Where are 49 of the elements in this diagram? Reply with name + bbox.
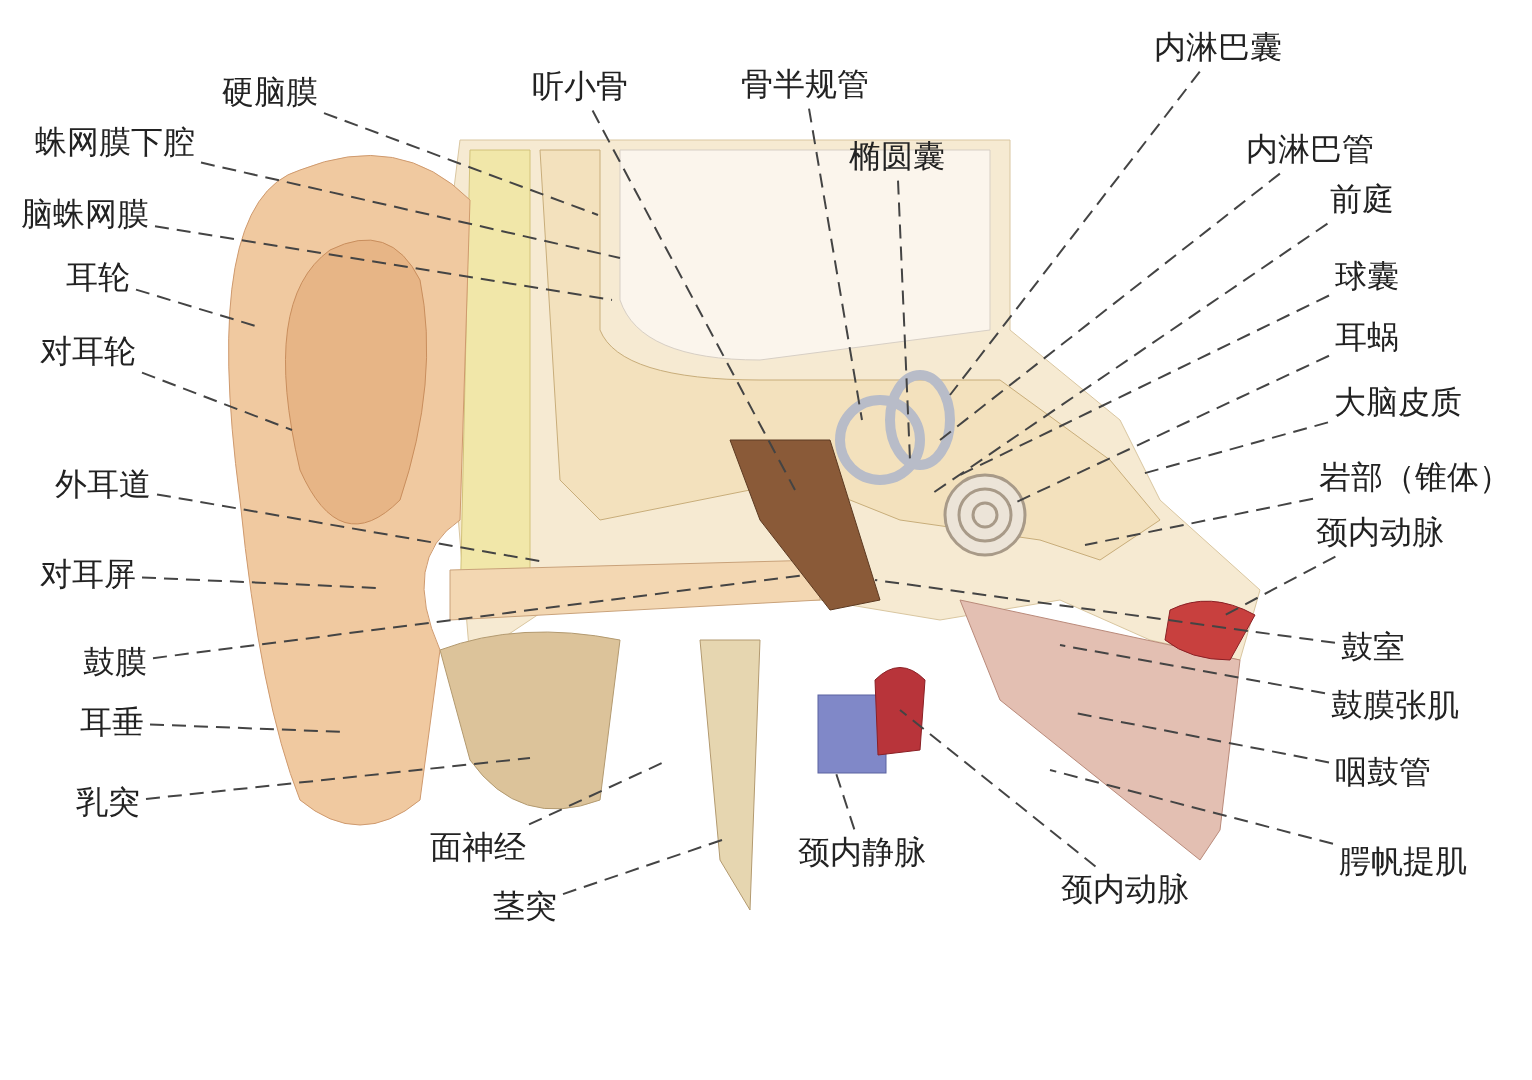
part-label: 咽鼓管 [1335, 755, 1431, 791]
leader-line [1049, 769, 1334, 845]
part-label: 乳突 [76, 785, 140, 821]
part-label: 脑蛛网膜 [21, 197, 149, 233]
leader-line [1084, 497, 1314, 546]
leader-line [1059, 644, 1326, 695]
leader-line [141, 371, 293, 431]
part-label: 腭帆提肌 [1339, 844, 1467, 880]
part-label: 颈内动脉 [1316, 515, 1444, 551]
leader-line [899, 709, 1097, 868]
part-label: 鼓膜张肌 [1331, 688, 1459, 724]
leader-line [874, 579, 1336, 644]
part-label: 鼓膜 [83, 645, 147, 681]
part-label: 耳蜗 [1335, 320, 1399, 356]
part-label: 听小骨 [532, 69, 628, 105]
part-label: 耳垂 [80, 705, 144, 741]
part-label: 骨半规管 [741, 67, 869, 103]
part-label: 大脑皮质 [1334, 385, 1462, 421]
part-label: 对耳轮 [40, 334, 136, 370]
part-label: 颈内动脉 [1061, 872, 1189, 908]
leader-line [897, 179, 911, 461]
leader-line [808, 107, 863, 421]
part-label: 蛛网膜下腔 [35, 125, 195, 161]
part-label: 茎突 [493, 889, 557, 925]
part-label: 内淋巴管 [1246, 132, 1374, 168]
part-label: 球囊 [1335, 259, 1399, 295]
leader-line [949, 70, 1201, 396]
part-label: 岩部（锥体） [1319, 460, 1511, 496]
part-label: 前庭 [1330, 182, 1394, 218]
part-label: 耳轮 [66, 260, 130, 296]
leader-line [200, 161, 621, 259]
leader-line [562, 839, 723, 896]
leader-line [145, 757, 531, 800]
leader-line [959, 294, 1330, 476]
leader-line [323, 112, 599, 216]
leader-line [939, 172, 1281, 441]
leader-line [141, 576, 379, 589]
part-label: 椭圆囊 [849, 139, 945, 175]
part-label: 鼓室 [1341, 630, 1405, 666]
leader-line [154, 225, 613, 301]
part-label: 颈内静脉 [798, 835, 926, 871]
part-label: 对耳屏 [40, 557, 136, 593]
leader-line [528, 762, 663, 826]
leader-line [591, 109, 796, 491]
part-label: 外耳道 [55, 467, 151, 503]
leader-line [1224, 555, 1337, 616]
part-label: 硬脑膜 [222, 75, 318, 111]
part-label: 面神经 [430, 830, 526, 866]
part-label: 内淋巴囊 [1154, 30, 1282, 66]
